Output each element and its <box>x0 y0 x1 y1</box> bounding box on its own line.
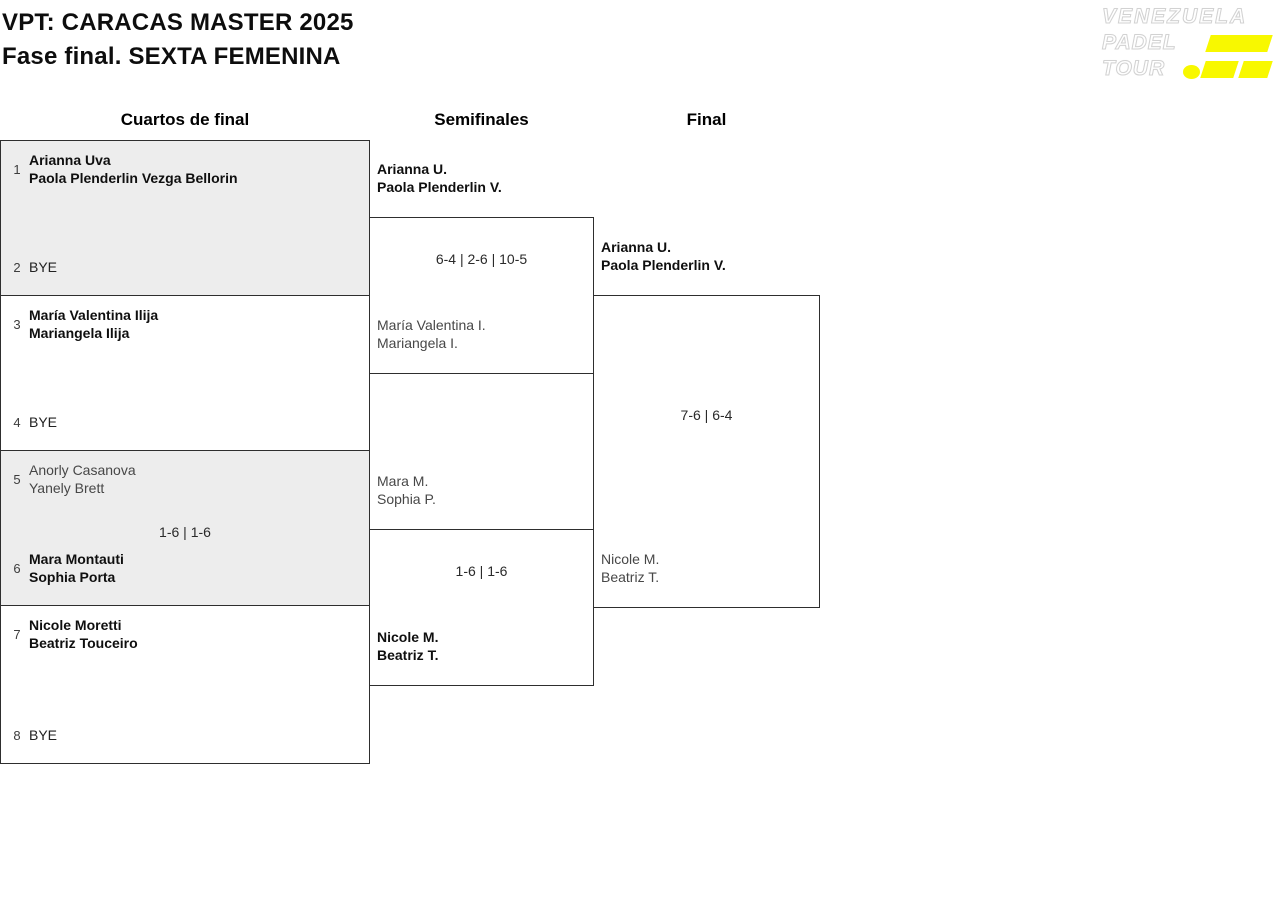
seed-number: 6 <box>13 560 21 576</box>
venezuela-padel-tour-logo: VENEZUELA PADEL TOUR <box>1101 4 1273 80</box>
match-score: 6-4 | 2-6 | 10-5 <box>435 251 528 267</box>
seed-number: 7 <box>13 626 21 642</box>
team-names: BYE <box>29 413 57 431</box>
page-title: VPT: CARACAS MASTER 2025 <box>2 9 354 36</box>
player-name: BYE <box>29 414 58 430</box>
logo-bar-icon <box>1238 60 1273 78</box>
player-name: Arianna Uva <box>29 152 111 168</box>
player-name: Arianna U. <box>377 161 448 177</box>
team-row: 2 BYE <box>9 258 361 276</box>
match-quarterfinal-3: 5 Anorly Casanova Yanely Brett 1-6 | 1-6… <box>0 450 370 606</box>
player-name: Mariangela Ilija <box>29 325 130 341</box>
match-quarterfinal-2: 3 María Valentina Ilija Mariangela Ilija… <box>0 295 370 451</box>
match-quarterfinal-4: 7 Nicole Moretti Beatriz Touceiro 8 BYE <box>0 605 370 764</box>
player-name: Paola Plenderlin Vezga Bellorin <box>29 170 238 186</box>
team-row: 3 María Valentina Ilija Mariangela Ilija <box>9 306 361 342</box>
player-name: Sophia P. <box>377 491 436 507</box>
page-header: VPT: CARACAS MASTER 2025 Fase final. SEX… <box>2 6 354 74</box>
match-final: 7-6 | 6-4 <box>593 295 820 608</box>
seed-number: 2 <box>13 259 21 275</box>
team-names: Mara M. Sophia P. <box>377 472 436 508</box>
player-name: BYE <box>29 259 58 275</box>
round-header-final: Final <box>686 110 727 129</box>
player-name: Beatriz T. <box>377 647 439 663</box>
player-name: Mara Montauti <box>29 551 124 567</box>
team-row: 7 Nicole Moretti Beatriz Touceiro <box>9 616 361 652</box>
team-row: 6 Mara Montauti Sophia Porta <box>9 550 361 586</box>
team-names: Nicole Moretti Beatriz Touceiro <box>29 616 138 652</box>
page-subtitle: Fase final. SEXTA FEMENINA <box>2 43 341 70</box>
player-name: María Valentina Ilija <box>29 307 159 323</box>
player-name: Paola Plenderlin V. <box>377 179 502 195</box>
logo-dot-icon <box>1183 65 1200 79</box>
match-score: 1-6 | 1-6 <box>455 563 508 579</box>
player-name: Beatriz T. <box>601 569 660 585</box>
player-name: Sophia Porta <box>29 569 116 585</box>
match-score: 7-6 | 6-4 <box>680 407 733 423</box>
match-quarterfinal-1: 1 Arianna Uva Paola Plenderlin Vezga Bel… <box>0 140 370 296</box>
logo-bar-icon <box>1205 34 1273 52</box>
team-row: 5 Anorly Casanova Yanely Brett <box>9 461 361 497</box>
team-names: María Valentina I. Mariangela I. <box>377 316 486 352</box>
logo-word-venezuela: VENEZUELA <box>1101 5 1248 29</box>
match-score: 1-6 | 1-6 <box>159 524 211 540</box>
team-names: BYE <box>29 258 57 276</box>
player-name: María Valentina I. <box>377 317 486 333</box>
team-names: Arianna Uva Paola Plenderlin Vezga Bello… <box>29 151 238 187</box>
round-header-semifinales: Semifinales <box>434 110 529 129</box>
logo-word-tour: TOUR <box>1101 57 1166 80</box>
logo-word-padel: PADEL <box>1102 31 1177 54</box>
team-names: Mara Montauti Sophia Porta <box>29 550 124 586</box>
team-names: Nicole M. Beatriz T. <box>377 628 438 664</box>
team-row: 8 BYE <box>9 726 361 744</box>
team-names: María Valentina Ilija Mariangela Ilija <box>29 306 158 342</box>
player-name: Arianna U. <box>601 239 672 255</box>
logo-bar-icon <box>1200 60 1239 78</box>
team-names: Nicole M. Beatriz T. <box>601 550 659 586</box>
team-names: Arianna U. Paola Plenderlin V. <box>601 238 726 274</box>
seed-number: 4 <box>13 414 21 430</box>
team-row: 1 Arianna Uva Paola Plenderlin Vezga Bel… <box>9 151 361 187</box>
player-name: Nicole Moretti <box>29 617 122 633</box>
team-names: BYE <box>29 726 57 744</box>
player-name: Yanely Brett <box>29 480 105 496</box>
player-name: Nicole M. <box>601 551 660 567</box>
player-name: Beatriz Touceiro <box>29 635 138 651</box>
team-row: 4 BYE <box>9 413 361 431</box>
player-name: Mara M. <box>377 473 429 489</box>
team-names: Arianna U. Paola Plenderlin V. <box>377 160 502 196</box>
seed-number: 1 <box>13 161 21 177</box>
seed-number: 3 <box>13 316 21 332</box>
player-name: BYE <box>29 727 58 743</box>
player-name: Paola Plenderlin V. <box>601 257 726 273</box>
seed-number: 8 <box>13 727 21 743</box>
team-names: Anorly Casanova Yanely Brett <box>29 461 136 497</box>
player-name: Mariangela I. <box>377 335 458 351</box>
player-name: Nicole M. <box>377 629 439 645</box>
round-header-cuartos: Cuartos de final <box>120 110 250 129</box>
seed-number: 5 <box>13 471 21 487</box>
player-name: Anorly Casanova <box>29 462 136 478</box>
